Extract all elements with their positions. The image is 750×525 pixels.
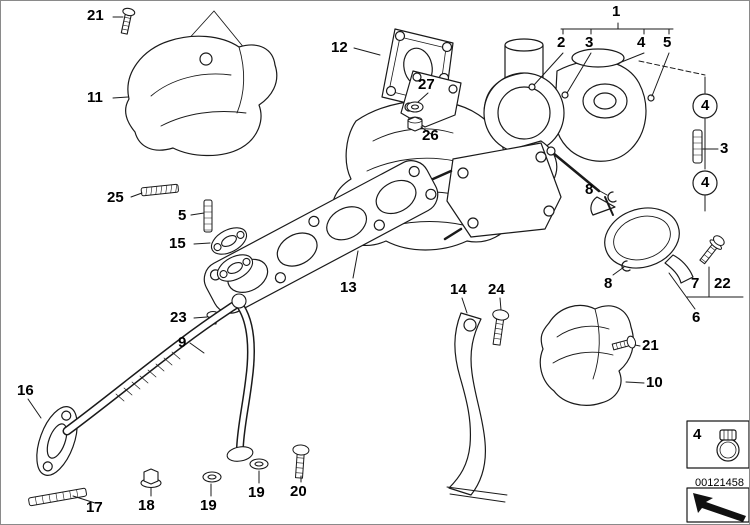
callout-9[interactable]: 9 <box>178 334 187 351</box>
ref-box-arrow <box>686 487 749 523</box>
washer-19b <box>249 458 269 470</box>
leader-lines <box>27 16 744 504</box>
callout-27[interactable]: 27 <box>418 76 435 93</box>
gaskets-15 <box>210 227 254 282</box>
bolt-7-washer-22 <box>699 235 725 265</box>
ref-box-clamp <box>686 420 749 469</box>
callout-1[interactable]: 1 <box>612 3 621 20</box>
screw-21-right <box>611 335 637 351</box>
callout-21-right[interactable]: 21 <box>642 337 659 354</box>
heat-shield-11 <box>125 10 278 157</box>
callout-22[interactable]: 22 <box>714 275 731 292</box>
callout-12[interactable]: 12 <box>331 39 348 56</box>
stud-3-right <box>692 129 703 164</box>
callout-8-lower[interactable]: 8 <box>604 275 613 292</box>
callout-21-top[interactable]: 21 <box>87 7 104 24</box>
callout-26[interactable]: 26 <box>422 127 439 144</box>
stud-5 <box>203 199 213 233</box>
callout-16[interactable]: 16 <box>17 382 34 399</box>
ref-circle-4-top <box>692 93 718 119</box>
callout-17[interactable]: 17 <box>86 499 103 516</box>
direction-arrow-icon <box>693 493 746 522</box>
callout-5-left[interactable]: 5 <box>178 207 187 224</box>
nut-26 <box>407 116 423 132</box>
washer-19a <box>202 471 222 483</box>
callout-24[interactable]: 24 <box>488 281 505 298</box>
ref-circle-4-bottom <box>692 170 718 196</box>
flange-16 <box>36 406 78 476</box>
bolt-20 <box>292 444 310 479</box>
stud-17 <box>28 487 87 507</box>
stud-25 <box>140 183 179 197</box>
oil-pipe-9 <box>62 293 255 462</box>
callout-19-right[interactable]: 19 <box>248 484 265 501</box>
callout-25[interactable]: 25 <box>107 189 124 206</box>
callout-19-left[interactable]: 19 <box>200 497 217 514</box>
callout-5-top[interactable]: 5 <box>663 34 672 51</box>
callout-11[interactable]: 11 <box>87 89 103 106</box>
actuator-6 <box>546 146 694 284</box>
callout-2[interactable]: 2 <box>557 34 566 51</box>
callout-3-top[interactable]: 3 <box>585 34 594 51</box>
support-bracket-14 <box>446 312 508 503</box>
callout-20[interactable]: 20 <box>290 483 307 500</box>
callout-23[interactable]: 23 <box>170 309 187 326</box>
callout-4-circled-top[interactable]: 4 <box>701 97 710 114</box>
clip-8-lower <box>621 260 631 272</box>
callout-15[interactable]: 15 <box>169 235 186 252</box>
callout-4-box[interactable]: 4 <box>693 426 702 443</box>
image-id: 00121458 <box>695 477 744 489</box>
clip-8-upper <box>607 191 617 203</box>
callout-10[interactable]: 10 <box>646 374 663 391</box>
callout-4-top[interactable]: 4 <box>637 34 646 51</box>
screw-21-top <box>120 7 136 35</box>
hose-clamp-icon <box>716 429 740 462</box>
washer-27 <box>406 101 424 113</box>
callout-8-upper[interactable]: 8 <box>585 181 594 198</box>
callout-13[interactable]: 13 <box>340 279 357 296</box>
callout-7[interactable]: 7 <box>691 275 700 292</box>
callout-18[interactable]: 18 <box>138 497 155 514</box>
callout-14[interactable]: 14 <box>450 281 467 298</box>
heat-shield-10 <box>539 304 634 406</box>
callout-3-right[interactable]: 3 <box>720 140 729 157</box>
bolt-24 <box>492 309 510 346</box>
turbocharger <box>431 38 655 241</box>
callout-6[interactable]: 6 <box>692 309 701 326</box>
callout-4-circled-bottom[interactable]: 4 <box>701 174 710 191</box>
nut-18 <box>140 468 162 489</box>
